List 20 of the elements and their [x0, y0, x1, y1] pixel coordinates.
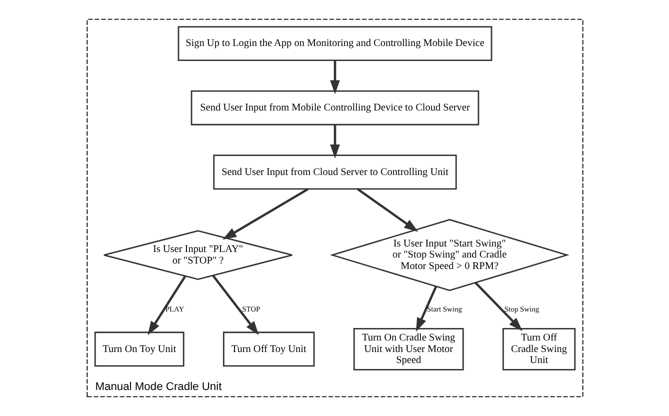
- node-box: Send User Input from Cloud Server to Controlling Unit: [212, 154, 456, 190]
- node-box: Send User Input from Mobile Controlling Device to Cloud Server: [190, 90, 479, 126]
- arrow: [415, 286, 437, 332]
- arrow: [356, 188, 418, 232]
- node-box: Sign Up to Login the App on Monitoring and Controlling Mobile Device: [177, 26, 492, 62]
- arrow: [222, 188, 308, 240]
- edge-label: PLAY: [164, 304, 184, 314]
- node-box: Turn On Cradle Swing Unit with User Motor Speed: [352, 328, 464, 370]
- arrow: [330, 60, 340, 94]
- node-box: Turn On Toy Unit: [94, 332, 184, 367]
- edge-label: STOP: [242, 304, 260, 314]
- node-box: Turn Off Toy Unit: [222, 332, 314, 367]
- edge-label: Stop Swing: [504, 304, 539, 314]
- arrow: [147, 275, 186, 336]
- arrow: [330, 124, 340, 158]
- arrow: [212, 274, 258, 336]
- arrow: [474, 282, 522, 332]
- node-diamond: Is User Input "PLAY" or "STOP" ?: [102, 230, 292, 280]
- edge-label: Start Swing: [426, 304, 462, 314]
- node-box: Turn Off Cradle Swing Unit: [502, 328, 576, 370]
